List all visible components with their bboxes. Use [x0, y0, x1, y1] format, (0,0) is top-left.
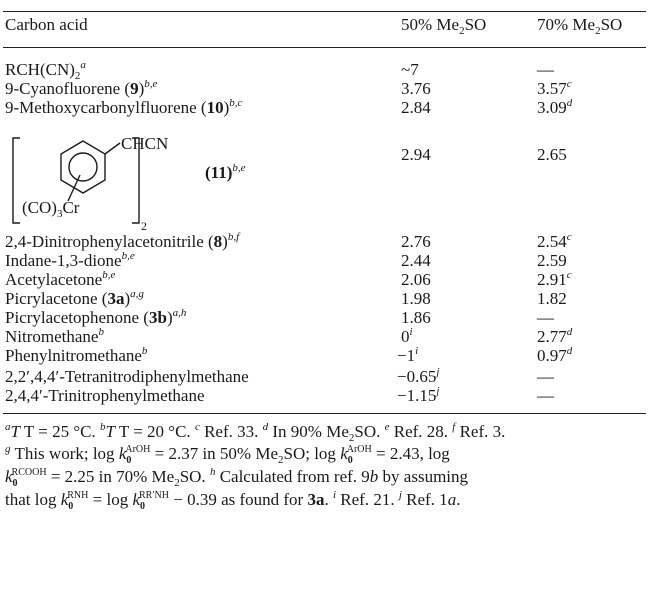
row-4-v70: 2.54c	[537, 231, 572, 251]
row-5-v70: 2.59	[537, 251, 567, 270]
row-0-v50: ~7	[401, 60, 419, 79]
row-0-v70: —	[537, 60, 554, 79]
row-1-v70: 3.57c	[537, 78, 572, 98]
footnote-line-1: aT T = 25 °C. bT T = 20 °C. c Ref. 33. d…	[5, 421, 506, 444]
row-9-name: Nitromethaneb	[5, 326, 104, 346]
header-carbon-acid: Carbon acid	[5, 15, 88, 34]
right-bracket	[132, 137, 140, 224]
row-5-name: Indane-1,3-dioneb,e	[5, 250, 135, 270]
row-9-v70: 2.77d	[537, 326, 573, 346]
row-6-name: Acetylacetoneb,e	[5, 269, 116, 289]
row-6-v70: 2.91c	[537, 269, 572, 289]
row-8-name: Picrylacetophenone (3b)a,h	[5, 307, 187, 327]
row-0-name: RCH(CN)2a	[5, 59, 86, 82]
bottom-rule	[3, 413, 646, 414]
row-3-v70: 2.65	[537, 145, 567, 164]
footnote-line-4: that log k0RNH = log k0RR′NH − 0.39 as f…	[5, 489, 461, 512]
row-1-v50: 3.76	[401, 79, 431, 98]
row-11-name: 2,2′,4,4′-Tetranitrodiphenylmethane	[5, 367, 249, 386]
row-2-v70: 3.09d	[537, 97, 573, 117]
row-4-v50: 2.76	[401, 232, 431, 251]
row-6-v50: 2.06	[401, 270, 431, 289]
footnote-line-2: g This work; log k0ArOH = 2.37 in 50% Me…	[5, 443, 450, 466]
header-50-me2so: 50% Me2SO	[401, 15, 487, 37]
row-8-v50: 1.86	[401, 308, 431, 327]
row-1-name: 9-Cyanofluorene (9)b,e	[5, 78, 158, 98]
row-10-v50: −1i	[397, 345, 419, 365]
left-bracket	[12, 137, 20, 224]
row-9-v50: 0i	[401, 326, 413, 346]
row-4-name: 2,4-Dinitrophenylacetonitrile (8)b,f	[5, 231, 240, 251]
benzene-ring	[60, 140, 106, 194]
bond-cr-ring	[67, 174, 81, 202]
row-11-v50: −0.65j	[397, 366, 440, 386]
row-12-v70: —	[537, 386, 554, 405]
row-10-v70: 0.97d	[537, 345, 573, 365]
bracket-subscript: 2	[141, 219, 147, 233]
cr-ligand: (CO)3Cr	[22, 198, 80, 220]
bond-to-chcn	[104, 142, 121, 155]
row-2-name: 9-Methoxycarbonylfluorene (10)b,c	[5, 97, 243, 117]
row-2-v50: 2.84	[401, 98, 431, 117]
row-11-v70: —	[537, 367, 554, 386]
row-7-v70: 1.82	[537, 289, 567, 308]
row-5-v50: 2.44	[401, 251, 431, 270]
row-3-v50: 2.94	[401, 145, 431, 164]
header-70-me2so: 70% Me2SO	[537, 15, 623, 37]
row-8-v70: —	[537, 308, 554, 327]
chcn-group: CHCN	[121, 134, 168, 153]
row-12-v50: −1.15j	[397, 385, 440, 405]
row-7-name: Picrylacetone (3a)a,g	[5, 288, 144, 308]
top-rule	[3, 11, 646, 12]
header-rule	[3, 47, 646, 48]
row-10-name: Phenylnitromethaneb	[5, 345, 148, 365]
compound-label: (11)b,e	[205, 162, 246, 182]
row-7-v50: 1.98	[401, 289, 431, 308]
row-12-name: 2,4,4′-Trinitrophenylmethane	[5, 386, 205, 405]
compound-11-structure: CHCN (CO)3Cr 2 (11)b,e	[12, 134, 246, 233]
footnote-line-3: k0RCOOH = 2.25 in 70% Me2SO. h Calculate…	[5, 466, 469, 489]
aromatic-circle	[68, 152, 98, 182]
